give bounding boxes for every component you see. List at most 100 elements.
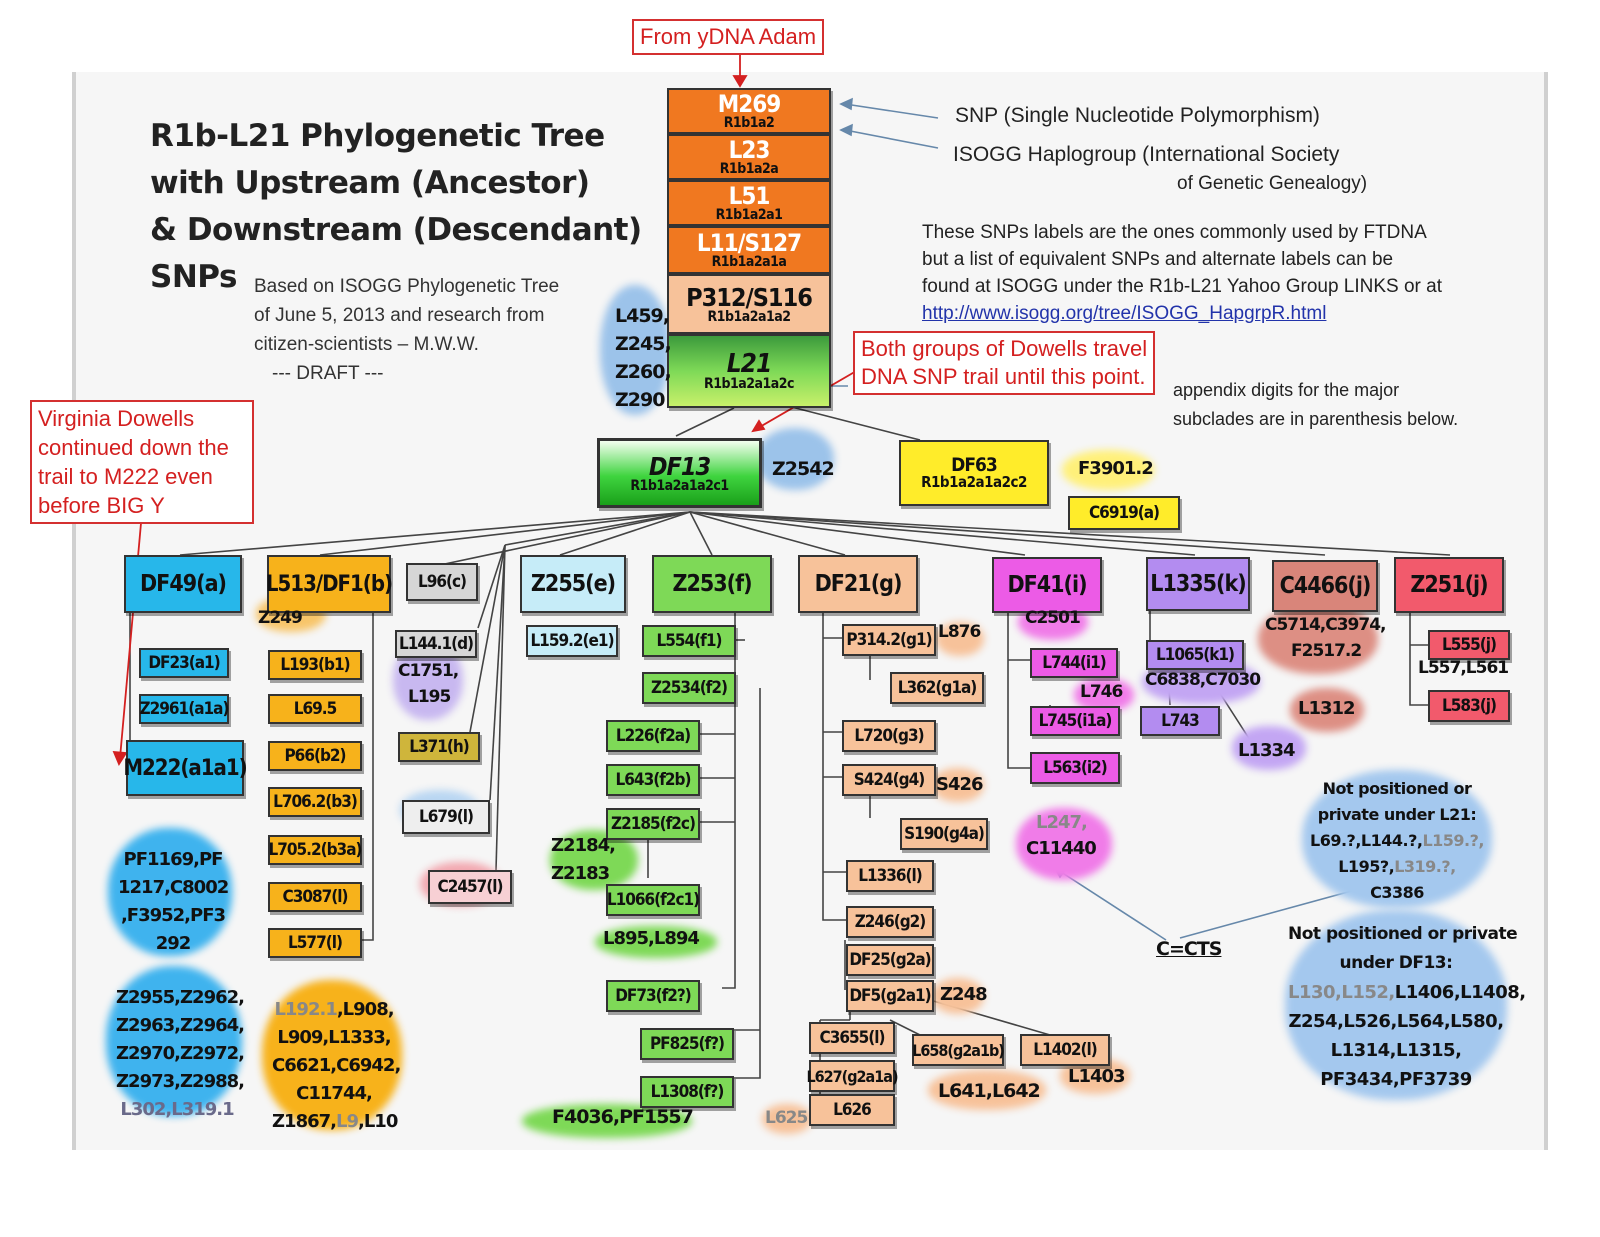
m222a-line-1: PF1169,PF [123, 849, 224, 870]
label-c6838: C6838,C7030 [1145, 670, 1261, 690]
node-df13-hap: R1b1a2a1a2c1 [630, 477, 729, 494]
node-df41[interactable]: DF41(i) [992, 557, 1102, 613]
node-l1066[interactable]: L1066(f2c1) [606, 884, 700, 916]
node-l583[interactable]: L583(j) [1428, 690, 1510, 722]
node-df5[interactable]: DF5(g2a1) [846, 980, 934, 1012]
node-l69-5[interactable]: L69.5 [268, 694, 362, 724]
cloud-l876 [936, 622, 984, 656]
node-p314[interactable]: P314.2(g1) [842, 624, 936, 656]
label-c11440: C11440 [1026, 838, 1097, 859]
cloud-z2184 [550, 830, 638, 890]
node-z253[interactable]: Z253(f) [652, 555, 772, 613]
node-l744[interactable]: L744(i1) [1030, 648, 1118, 678]
node-l555[interactable]: L555(j) [1428, 630, 1510, 660]
annotation-from-ydna-adam: From yDNA Adam [632, 19, 825, 55]
node-l144[interactable]: L144.1(d) [395, 630, 477, 658]
l21p-line-5: C3386 [1370, 883, 1424, 902]
label-z249: Z249 [258, 608, 303, 628]
node-l720[interactable]: L720(g3) [842, 720, 936, 752]
node-l745[interactable]: L745(i1a) [1030, 706, 1120, 736]
isogg-link[interactable]: http://www.isogg.org/tree/ISOGG_HapgrpR.… [922, 303, 1327, 324]
node-l1308[interactable]: L1308(f?) [640, 1076, 734, 1108]
cloud-df13-private [1285, 910, 1507, 1100]
node-l513[interactable]: L513/DF1(b) [266, 555, 393, 613]
node-m269[interactable]: M269 R1b1a2 [667, 88, 831, 134]
node-c3655[interactable]: C3655(l) [809, 1022, 895, 1054]
node-s190[interactable]: S190(g4a) [900, 818, 988, 850]
label-l195: L195 [408, 687, 451, 707]
node-df21[interactable]: DF21(g) [798, 555, 918, 613]
node-l21-snp: L21 [726, 349, 772, 379]
node-l21[interactable]: L21 R1b1a2a1a2c [667, 334, 831, 408]
node-l1402[interactable]: L1402(l) [1020, 1034, 1110, 1066]
node-z255[interactable]: Z255(e) [520, 555, 626, 613]
node-df49[interactable]: DF49(a) [124, 555, 242, 613]
node-l658[interactable]: L658(g2a1b) [912, 1034, 1005, 1066]
node-l1065[interactable]: L1065(k1) [1146, 640, 1244, 670]
node-l193[interactable]: L193(b1) [268, 650, 362, 680]
node-l626[interactable]: L626 [809, 1094, 895, 1126]
node-df63[interactable]: DF63 R1b1a2a1a2c2 [899, 440, 1049, 506]
node-l51-hap: R1b1a2a1 [715, 207, 783, 223]
node-c3087[interactable]: C3087(l) [268, 882, 362, 912]
node-c4466[interactable]: C4466(j) [1272, 560, 1378, 612]
node-l554[interactable]: L554(f1) [642, 625, 736, 657]
node-df73[interactable]: DF73(f2?) [606, 980, 700, 1012]
node-m222[interactable]: M222(a1a1) [123, 740, 248, 796]
node-l96[interactable]: L96(c) [406, 563, 478, 601]
node-z251[interactable]: Z251(j) [1394, 557, 1504, 613]
node-l1335[interactable]: L1335(k) [1146, 557, 1250, 611]
node-p312[interactable]: P312/S116 R1b1a2a1a2 [667, 274, 831, 334]
m222b-line-5: L302,L319.1 [120, 1099, 234, 1120]
node-l679[interactable]: L679(l) [402, 800, 490, 834]
l513c-line-4: C11744, [296, 1083, 373, 1104]
node-l362[interactable]: L362(g1a) [890, 672, 984, 704]
node-l23[interactable]: L23 R1b1a2a [667, 134, 831, 180]
node-z2534[interactable]: Z2534(f2) [642, 672, 736, 704]
node-df25[interactable]: DF25(g2a) [846, 944, 934, 976]
node-c6919[interactable]: C6919(a) [1068, 496, 1180, 530]
m222a-line-4: 292 [155, 933, 192, 954]
node-l577[interactable]: L577(l) [268, 928, 362, 958]
node-df13[interactable]: DF13 R1b1a2a1a2c1 [597, 438, 762, 508]
l21-side-snps: L459, Z245, Z260, Z290 [615, 302, 672, 414]
node-l51[interactable]: L51 R1b1a2a1 [667, 180, 831, 226]
node-z2185[interactable]: Z2185(f2c) [606, 808, 700, 840]
node-l705[interactable]: L705.2(b3a) [268, 835, 363, 865]
m222b-line-3: Z2970,Z2972, [116, 1043, 245, 1064]
l513c-line-2: L909,L1333, [277, 1027, 391, 1048]
l21p-line-4: L195?,L319.?, [1306, 854, 1488, 880]
node-z246[interactable]: Z246(g2) [846, 906, 934, 938]
node-l51-snp: L51 [728, 182, 771, 210]
subtitle-line-1: Based on ISOGG Phylogenetic Tree [254, 276, 560, 297]
node-z2961[interactable]: Z2961(a1a) [139, 694, 229, 724]
l21p-line-1: Not positioned or [1322, 779, 1472, 798]
node-l226[interactable]: L226(f2a) [606, 720, 700, 752]
node-p66[interactable]: P66(b2) [268, 741, 362, 771]
l513c-line-5: Z1867,L9,L10 [272, 1108, 398, 1136]
label-l557: L557,L561 [1418, 658, 1509, 678]
node-pf825[interactable]: PF825(f?) [640, 1028, 734, 1060]
cloud-m222-b [106, 966, 242, 1116]
node-df23[interactable]: DF23(a1) [139, 648, 229, 678]
node-l1336[interactable]: L1336(l) [846, 860, 934, 892]
node-l159[interactable]: L159.2(e1) [526, 625, 618, 657]
label-z2184: Z2184, [551, 835, 616, 856]
node-l643[interactable]: L643(f2b) [606, 764, 700, 796]
node-l627[interactable]: L627(g2a1a) [806, 1060, 899, 1092]
label-c1751-group: C1751, L195 [398, 658, 459, 710]
node-l371[interactable]: L371(h) [398, 732, 480, 762]
node-l563[interactable]: L563(i2) [1030, 752, 1120, 784]
node-s424[interactable]: S424(g4) [842, 764, 936, 796]
node-l743[interactable]: L743 [1140, 706, 1220, 736]
l21-side-1: L459, [615, 305, 670, 327]
node-df63-hap: R1b1a2a1a2c2 [921, 473, 1027, 491]
node-l706[interactable]: L706.2(b3) [268, 787, 362, 817]
node-c2457[interactable]: C2457(l) [428, 870, 512, 904]
annotation-virginia-dowells: Virginia Dowells continued down the trai… [30, 400, 254, 524]
node-l11[interactable]: L11/S127 R1b1a2a1a [667, 226, 831, 274]
node-m269-snp: M269 [717, 90, 782, 118]
l513c-line-1: L192.1,L908, [272, 996, 396, 1024]
l21p-line-3: L69.?,L144.?,L159.?, [1306, 828, 1488, 854]
annotation-both-line-2: DNA SNP trail until this point. [861, 364, 1146, 389]
